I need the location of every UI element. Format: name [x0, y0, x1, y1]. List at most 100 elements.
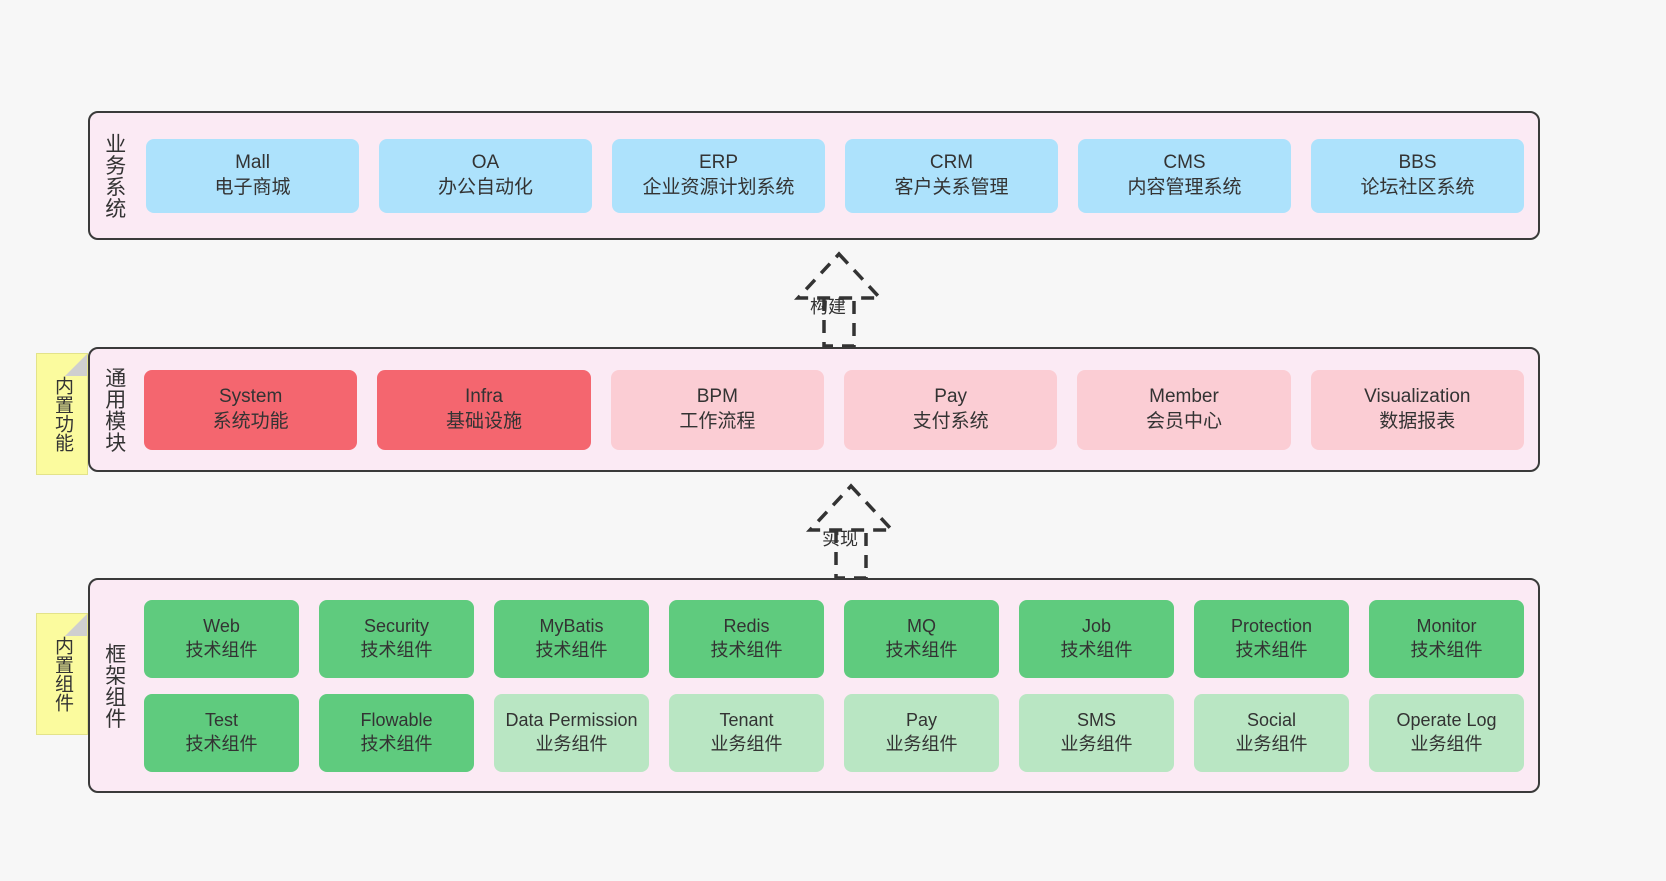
- box-desc: 客户关系管理: [894, 176, 1009, 198]
- box-desc: 技术组件: [1235, 639, 1308, 660]
- box-desc: 论坛社区系统: [1360, 176, 1475, 198]
- box-name: MQ: [907, 616, 936, 637]
- box-desc: 工作流程: [679, 410, 756, 432]
- box-desc: 技术组件: [1060, 639, 1133, 660]
- business-box-cms[interactable]: CMS 内容管理系统: [1078, 138, 1291, 213]
- box-name: Mall: [235, 152, 270, 174]
- box-name: Protection: [1230, 616, 1313, 637]
- box-name: System: [218, 386, 283, 408]
- component-box-social[interactable]: Social 业务组件: [1194, 693, 1349, 772]
- layer-common-modules: 通用模块 System 系统功能 Infra 基础设施 BPM 工作流程 Pay…: [88, 347, 1540, 472]
- box-desc: 技术组件: [185, 733, 258, 754]
- framework-row-biz: Test 技术组件 Flowable 技术组件 Data Permission …: [144, 693, 1524, 772]
- layer-framework-title: 框架组件: [102, 642, 126, 729]
- component-box-flowable[interactable]: Flowable 技术组件: [319, 693, 474, 772]
- module-box-system[interactable]: System 系统功能: [144, 369, 358, 450]
- box-name: CRM: [929, 152, 974, 174]
- box-desc: 技术组件: [360, 733, 433, 754]
- module-box-visualization[interactable]: Visualization 数据报表: [1310, 369, 1524, 450]
- module-box-infra[interactable]: Infra 基础设施: [377, 369, 591, 450]
- box-desc: 数据报表: [1379, 410, 1456, 432]
- note-builtin-features: 内置功能: [36, 353, 88, 475]
- box-desc: 技术组件: [535, 639, 608, 660]
- box-name: Pay: [934, 386, 968, 408]
- component-box-sms[interactable]: SMS 业务组件: [1019, 693, 1174, 772]
- box-name: Security: [363, 616, 430, 637]
- box-name: Tenant: [719, 710, 774, 731]
- box-name: Web: [203, 616, 240, 637]
- connector-build-arrow: 构建: [744, 250, 934, 350]
- box-name: BBS: [1398, 152, 1437, 174]
- box-name: OA: [471, 152, 500, 174]
- component-box-protection[interactable]: Protection 技术组件: [1194, 599, 1349, 678]
- box-desc: 技术组件: [710, 639, 783, 660]
- box-name: Operate Log: [1396, 710, 1497, 731]
- component-box-tenant[interactable]: Tenant 业务组件: [669, 693, 824, 772]
- layer-modules-body: System 系统功能 Infra 基础设施 BPM 工作流程 Pay 支付系统…: [138, 349, 1538, 470]
- component-box-data-permission[interactable]: Data Permission 业务组件: [494, 693, 649, 772]
- generalization-arrow-icon: [793, 251, 885, 348]
- framework-row-tech: Web 技术组件 Security 技术组件 MyBatis 技术组件 Redi…: [144, 599, 1524, 678]
- connector-build-label: 构建: [810, 297, 846, 317]
- box-desc: 业务组件: [710, 733, 783, 754]
- box-name: Member: [1149, 386, 1219, 408]
- component-box-pay[interactable]: Pay 业务组件: [844, 693, 999, 772]
- box-desc: 技术组件: [360, 639, 433, 660]
- component-box-test[interactable]: Test 技术组件: [144, 693, 299, 772]
- box-name: MyBatis: [539, 616, 604, 637]
- box-desc: 业务组件: [1410, 733, 1483, 754]
- component-box-mq[interactable]: MQ 技术组件: [844, 599, 999, 678]
- box-desc: 业务组件: [1060, 733, 1133, 754]
- module-box-pay[interactable]: Pay 支付系统: [843, 369, 1058, 450]
- box-name: Test: [204, 710, 238, 731]
- component-box-job[interactable]: Job 技术组件: [1019, 599, 1174, 678]
- layer-modules-title: 通用模块: [102, 366, 126, 453]
- box-name: ERP: [698, 152, 739, 174]
- box-name: Monitor: [1416, 616, 1477, 637]
- box-desc: 业务组件: [535, 733, 608, 754]
- box-desc: 会员中心: [1145, 410, 1222, 432]
- box-desc: 企业资源计划系统: [642, 176, 795, 198]
- box-desc: 基础设施: [445, 410, 522, 432]
- box-name: Pay: [905, 710, 938, 731]
- box-desc: 内容管理系统: [1127, 176, 1242, 198]
- box-name: CMS: [1163, 152, 1206, 174]
- modules-row: System 系统功能 Infra 基础设施 BPM 工作流程 Pay 支付系统…: [144, 369, 1524, 450]
- connector-implement-label: 实现: [822, 529, 858, 549]
- box-desc: 业务组件: [885, 733, 958, 754]
- component-box-monitor[interactable]: Monitor 技术组件: [1369, 599, 1524, 678]
- component-box-mybatis[interactable]: MyBatis 技术组件: [494, 599, 649, 678]
- component-box-operate-log[interactable]: Operate Log 业务组件: [1369, 693, 1524, 772]
- layer-framework-components: 框架组件 Web 技术组件 Security 技术组件 MyBatis 技术组件…: [88, 578, 1540, 793]
- box-desc: 技术组件: [885, 639, 958, 660]
- box-desc: 办公自动化: [437, 176, 533, 198]
- box-name: Redis: [723, 616, 770, 637]
- component-box-redis[interactable]: Redis 技术组件: [669, 599, 824, 678]
- note-label: 内置组件: [52, 636, 74, 712]
- box-name: BPM: [696, 386, 738, 408]
- box-desc: 系统功能: [212, 410, 289, 432]
- box-name: Data Permission: [505, 710, 638, 731]
- box-desc: 支付系统: [912, 410, 989, 432]
- business-box-erp[interactable]: ERP 企业资源计划系统: [612, 138, 825, 213]
- box-name: Flowable: [360, 710, 433, 731]
- box-desc: 技术组件: [1410, 639, 1483, 660]
- generalization-arrow-icon: [805, 483, 897, 580]
- business-box-bbs[interactable]: BBS 论坛社区系统: [1311, 138, 1524, 213]
- box-desc: 电子商城: [214, 176, 291, 198]
- business-box-mall[interactable]: Mall 电子商城: [146, 138, 359, 213]
- layer-business-body: Mall 电子商城 OA 办公自动化 ERP 企业资源计划系统 CRM 客户关系…: [138, 113, 1538, 238]
- business-box-oa[interactable]: OA 办公自动化: [379, 138, 592, 213]
- layer-framework-body: Web 技术组件 Security 技术组件 MyBatis 技术组件 Redi…: [138, 580, 1538, 791]
- box-name: SMS: [1076, 710, 1116, 731]
- module-box-member[interactable]: Member 会员中心: [1077, 369, 1291, 450]
- component-box-security[interactable]: Security 技术组件: [319, 599, 474, 678]
- box-name: Infra: [464, 386, 503, 408]
- module-box-bpm[interactable]: BPM 工作流程: [610, 369, 824, 450]
- box-name: Job: [1081, 616, 1112, 637]
- business-box-crm[interactable]: CRM 客户关系管理: [845, 138, 1058, 213]
- component-box-web[interactable]: Web 技术组件: [144, 599, 299, 678]
- box-name: Social: [1246, 710, 1297, 731]
- box-desc: 业务组件: [1235, 733, 1308, 754]
